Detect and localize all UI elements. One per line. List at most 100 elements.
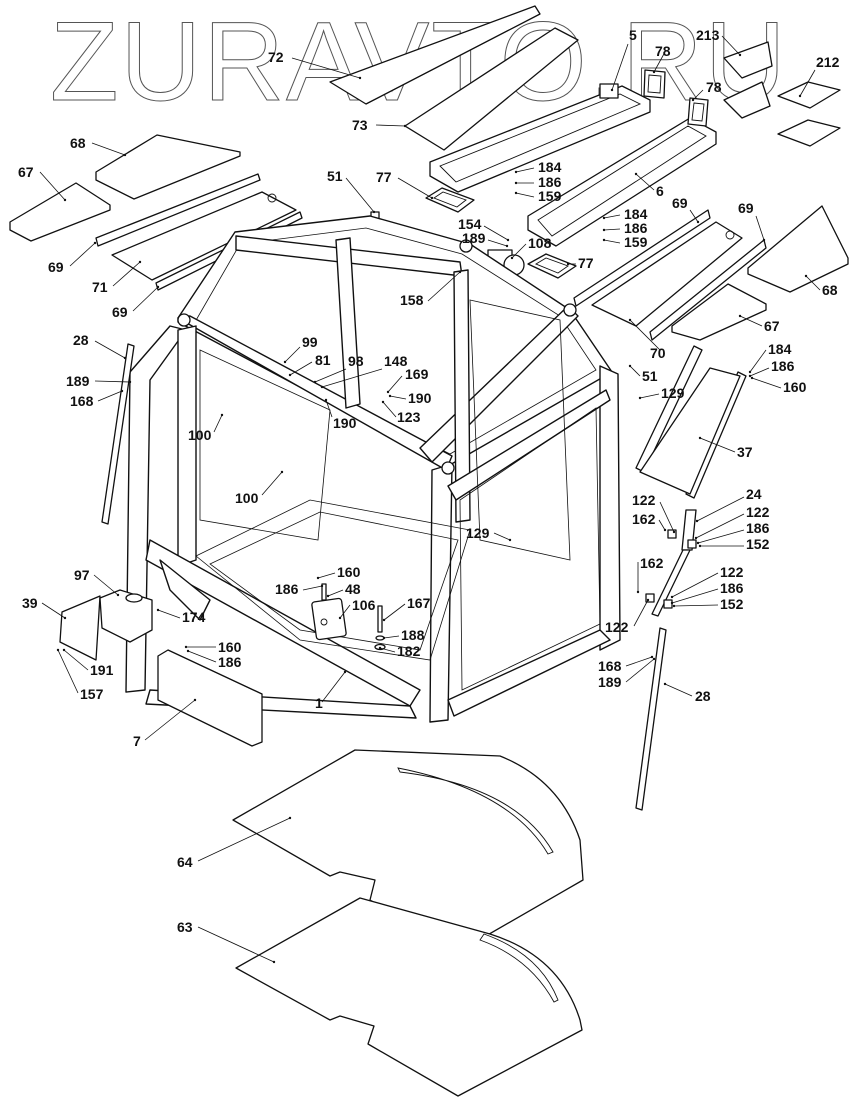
- callout-headliner-center: 70: [628, 318, 666, 361]
- callout-label: 78: [706, 79, 722, 95]
- leader-end: [430, 196, 434, 200]
- leader-end: [602, 216, 606, 220]
- leader-end: [138, 260, 142, 264]
- vent-grille: [687, 97, 709, 127]
- callout-label: 28: [695, 688, 711, 704]
- callout-label: 69: [738, 200, 754, 216]
- leader-end: [652, 70, 656, 74]
- callout-rivet: 168: [70, 389, 124, 409]
- leader-end: [123, 356, 127, 360]
- callout-label: 212: [816, 54, 840, 70]
- callout-screw: 157: [56, 648, 104, 702]
- leader-end: [804, 274, 808, 278]
- leader-line: [345, 177, 375, 213]
- callout-label: 186: [746, 520, 770, 536]
- leader-line: [515, 192, 535, 198]
- leader-end: [750, 376, 754, 380]
- floor-mat-lower: [235, 897, 583, 1097]
- headliner-side-left: [9, 182, 111, 242]
- leader-end: [56, 648, 60, 652]
- leader-end: [602, 228, 606, 232]
- leader-line: [325, 399, 333, 418]
- callout-reservoir-bracket: 39: [22, 595, 67, 620]
- leader-line: [699, 437, 736, 453]
- callout-label: 174: [182, 609, 206, 625]
- leader-end: [156, 608, 160, 612]
- leader-line: [291, 57, 361, 79]
- leader-end: [378, 646, 382, 650]
- leader-line: [671, 572, 719, 598]
- leader-line: [91, 142, 126, 156]
- callout-label: 122: [632, 492, 656, 508]
- leader-end: [514, 181, 518, 185]
- leader-line: [132, 286, 159, 312]
- callout-screw: 184: [748, 341, 792, 374]
- leader-line: [157, 609, 181, 619]
- leader-line: [321, 368, 383, 388]
- callout-trim-strip: 69: [48, 241, 97, 275]
- leader-line: [389, 395, 407, 400]
- leader-end: [738, 53, 742, 57]
- leader-line: [397, 177, 433, 199]
- callout-trim-strip: 69: [672, 195, 700, 224]
- callout-label: 106: [352, 597, 376, 613]
- leader-line: [321, 671, 346, 703]
- callout-headliner-side: 67: [18, 164, 67, 202]
- leader-line: [749, 349, 767, 373]
- callout-washer: 191: [62, 648, 114, 678]
- leader-line: [289, 361, 313, 376]
- callout-label: 129: [661, 385, 685, 401]
- callout-gas-strut: 24: [695, 486, 762, 523]
- callout-roof-channel-right: 6: [634, 172, 664, 199]
- leader-end: [506, 238, 510, 242]
- leader-end: [696, 220, 700, 224]
- callout-label: 71: [92, 279, 108, 295]
- leader-line: [629, 319, 661, 351]
- leader-end: [280, 470, 284, 474]
- leader-line: [144, 699, 196, 741]
- callout-label: 68: [822, 282, 838, 298]
- leader-end: [748, 374, 752, 378]
- leader-line: [57, 649, 79, 694]
- leader-line: [261, 471, 283, 496]
- leader-end: [696, 541, 700, 545]
- callout-rod: 81: [288, 352, 331, 377]
- callout-label: 108: [528, 235, 552, 251]
- leader-end: [663, 528, 667, 532]
- roof-pad: [777, 81, 841, 147]
- leader-end: [372, 210, 376, 214]
- leader-end: [505, 244, 509, 248]
- leader-end: [288, 373, 292, 377]
- leader-line: [635, 173, 655, 191]
- callout-plug: 129: [638, 385, 685, 401]
- leader-end: [691, 98, 695, 102]
- callout-label: 24: [746, 486, 762, 502]
- callout-label: 190: [408, 390, 432, 406]
- leader-end: [326, 594, 330, 598]
- leader-end: [320, 385, 324, 389]
- callout-label: 7: [133, 733, 141, 749]
- leader-end: [638, 396, 642, 400]
- leader-end: [602, 238, 606, 242]
- leader-line: [97, 390, 123, 402]
- leader-line: [671, 588, 719, 604]
- callout-spring-clip: 100: [188, 413, 224, 443]
- leader-end: [288, 816, 292, 820]
- callout-washer: 186: [748, 358, 795, 378]
- callout-label: 169: [405, 366, 429, 382]
- mirror: [311, 597, 347, 641]
- callout-roof-pad: 212: [798, 54, 840, 98]
- leader-line: [302, 585, 323, 591]
- leader-line: [639, 393, 660, 399]
- callout-label: 48: [345, 581, 361, 597]
- leader-end: [634, 172, 638, 176]
- callout-label: 186: [624, 220, 648, 236]
- callout-label: 1: [315, 695, 323, 711]
- leader-end: [663, 682, 667, 686]
- leader-end: [748, 370, 752, 374]
- callout-screw: 174: [156, 608, 206, 625]
- leader-line: [625, 656, 653, 667]
- callout-label: 189: [66, 373, 90, 389]
- leader-end: [386, 390, 390, 394]
- headliner-panel-right: [747, 205, 849, 293]
